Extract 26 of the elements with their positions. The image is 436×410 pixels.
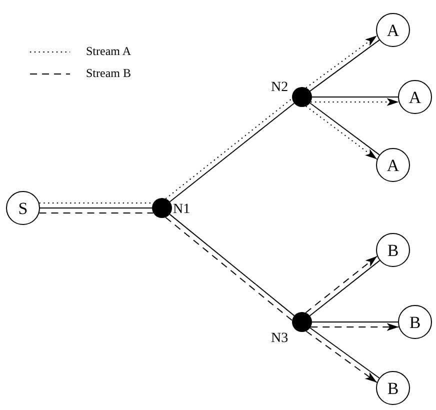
node-label: B — [387, 380, 399, 396]
node-name-label: N1 — [173, 203, 190, 217]
legend-label: Stream A — [86, 45, 131, 57]
node-name-label: N3 — [271, 332, 288, 346]
node-label: A — [386, 156, 400, 174]
node-label: S — [18, 200, 28, 216]
connector-line — [312, 96, 398, 98]
circle-node — [398, 305, 432, 339]
node-label: A — [386, 22, 400, 38]
connector-line — [310, 98, 400, 106]
junction-dot — [152, 198, 172, 218]
junction-dot — [292, 312, 312, 332]
node-name-label: N2 — [271, 81, 288, 95]
connector-line — [38, 212, 154, 214]
junction-dot — [292, 87, 312, 107]
circle-node — [376, 371, 410, 405]
circle-node — [376, 13, 410, 47]
connector-line — [310, 323, 400, 331]
node-label: B — [387, 242, 399, 258]
node-label: A — [408, 88, 422, 106]
circle-node — [376, 148, 410, 182]
legend-label: Stream B — [86, 67, 131, 79]
circle-node — [398, 80, 432, 114]
node-label: B — [409, 314, 421, 330]
circle-node — [6, 191, 40, 225]
circle-node — [376, 233, 410, 267]
